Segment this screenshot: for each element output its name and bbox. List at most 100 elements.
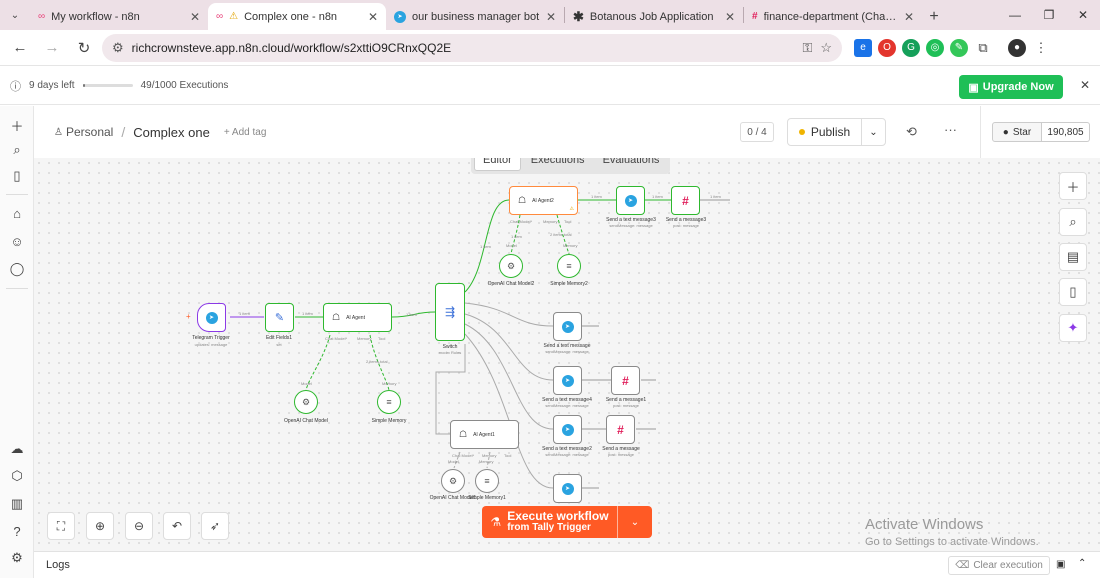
- minimize-icon[interactable]: —: [1009, 8, 1021, 22]
- canvas-search-icon[interactable]: ⌕: [1059, 208, 1087, 236]
- bookmark-star-icon[interactable]: ☆: [820, 39, 832, 55]
- pointer-icon[interactable]: ➶: [201, 512, 229, 540]
- ai-agent1-node[interactable]: ☖ AI Agent1: [450, 420, 519, 449]
- cloud-icon[interactable]: ☁: [10, 441, 24, 456]
- logs-panel-icon[interactable]: ▣: [1056, 559, 1066, 570]
- send-text-message3-node[interactable]: ➤: [616, 186, 645, 215]
- browser-tab-2[interactable]: ∞ ⚠ Complex one - n8n ✕: [208, 3, 386, 30]
- chevron-up-icon[interactable]: ⌃: [1078, 558, 1087, 569]
- send-text-message-bottom-node[interactable]: ➤: [553, 474, 582, 503]
- fit-view-icon[interactable]: ⛶: [47, 512, 75, 540]
- profile-avatar-icon[interactable]: ●: [1008, 38, 1026, 57]
- browser-menu-icon[interactable]: ⋮: [1034, 39, 1048, 55]
- github-star-button[interactable]: ● Star: [992, 122, 1042, 142]
- github-star-count[interactable]: 190,805: [1042, 122, 1090, 142]
- window-close-icon[interactable]: ✕: [1077, 8, 1089, 22]
- green-extension-icon[interactable]: ◎: [926, 38, 944, 57]
- upgrade-now-button[interactable]: ▣ Upgrade Now: [959, 75, 1063, 99]
- user-icon[interactable]: ☺: [10, 233, 24, 249]
- simple-memory2-node[interactable]: ≡: [557, 254, 581, 278]
- tab-close-icon[interactable]: ✕: [367, 9, 378, 24]
- zoom-in-icon[interactable]: ⊕: [86, 512, 114, 540]
- forward-icon[interactable]: →: [44, 39, 60, 56]
- tab-close-icon[interactable]: ✕: [545, 9, 556, 24]
- browser-tab-1[interactable]: ∞ My workflow - n8n ✕: [38, 9, 200, 24]
- site-settings-icon[interactable]: ⚙: [112, 39, 124, 55]
- logs-bar[interactable]: Logs ⌫ Clear execution ▣ ⌃: [34, 551, 1100, 578]
- publish-button[interactable]: Publish ⌄: [787, 118, 886, 146]
- send-message3-node[interactable]: #: [671, 186, 700, 215]
- openai-chat-model2-node[interactable]: ⚙: [499, 254, 523, 278]
- workflow-name[interactable]: Complex one: [133, 124, 210, 140]
- send-text-message2-node[interactable]: ➤: [553, 415, 582, 444]
- tab-close-icon[interactable]: ✕: [724, 9, 735, 24]
- ai-sparkle-icon[interactable]: ✦: [1059, 314, 1087, 342]
- new-tab-icon[interactable]: +: [929, 7, 939, 25]
- puzzle-extensions-icon[interactable]: ⧉: [978, 39, 988, 55]
- switch-node[interactable]: ⇶: [435, 283, 465, 341]
- add-node-button[interactable]: ＋: [1059, 172, 1087, 200]
- browser-tab-5[interactable]: # finance-department (Channel) ✕: [752, 9, 914, 24]
- restore-icon[interactable]: ❐: [1043, 8, 1055, 22]
- chevron-down-icon[interactable]: ⌄: [630, 516, 640, 528]
- zoom-out-icon[interactable]: ⊖: [125, 512, 153, 540]
- telegram-trigger-node[interactable]: ➤: [197, 303, 226, 332]
- slack-favicon-icon: #: [752, 11, 758, 22]
- clear-execution-button[interactable]: ⌫ Clear execution: [948, 556, 1050, 575]
- grammarly-extension-icon[interactable]: G: [902, 38, 920, 57]
- edit-fields-sub: set: [276, 342, 282, 347]
- breadcrumb-project[interactable]: ♙ Personal: [54, 125, 114, 139]
- tab-close-icon[interactable]: ✕: [903, 9, 914, 24]
- extension-1-icon[interactable]: e: [854, 38, 872, 57]
- slack-icon: #: [622, 373, 629, 388]
- reload-icon[interactable]: ↻: [77, 39, 91, 57]
- simple-memory-node[interactable]: ≡: [377, 390, 401, 414]
- execute-workflow-button[interactable]: ⚗ Execute workflow from Tally Trigger ⌄: [482, 506, 652, 538]
- chevron-down-icon[interactable]: ⌄: [861, 119, 885, 145]
- insights-chart-icon[interactable]: ▥: [10, 496, 24, 511]
- help-icon[interactable]: ?: [13, 523, 21, 539]
- more-options-icon[interactable]: ···: [944, 122, 957, 137]
- add-tag-link[interactable]: + Add tag: [223, 126, 267, 138]
- simple-memory2-label: Simple Memory2: [550, 281, 588, 287]
- chat-icon[interactable]: ◯: [9, 261, 25, 276]
- sticky-note-icon[interactable]: ▤: [1059, 243, 1087, 271]
- settings-icon[interactable]: ⚙: [11, 550, 23, 565]
- add-icon[interactable]: ＋: [10, 118, 24, 134]
- tab-editor[interactable]: Editor: [474, 158, 521, 171]
- send-message-node[interactable]: #: [606, 415, 635, 444]
- browser-tab-4[interactable]: ✱ Botanous Job Application ✕: [573, 8, 735, 24]
- send-message1-node[interactable]: #: [611, 366, 640, 395]
- browser-tab-3[interactable]: ➤ our business manager bot ✕: [386, 3, 564, 30]
- ai-agent-node[interactable]: ☖ AI Agent: [323, 303, 392, 332]
- banner-close-icon[interactable]: ✕: [1080, 78, 1091, 92]
- home-icon[interactable]: ⌂: [13, 205, 21, 221]
- tab-executions[interactable]: Executions: [530, 158, 585, 166]
- openai-chat-model1-node[interactable]: ⚙: [441, 469, 465, 493]
- tab-evaluations[interactable]: Evaluations: [602, 158, 660, 166]
- ai-agent2-node[interactable]: ☖ AI Agent2 ⚠: [509, 186, 578, 215]
- back-icon[interactable]: ←: [12, 39, 28, 56]
- url-input[interactable]: ⚙ richcrownsteve.app.n8n.cloud/workflow/…: [102, 33, 842, 62]
- openai-chat-model-node[interactable]: ⚙: [294, 390, 318, 414]
- tab-search-chevron-icon[interactable]: ⌄: [10, 9, 20, 21]
- send-text-message-node[interactable]: ➤: [553, 312, 582, 341]
- connection-model1-agent1: [453, 451, 461, 469]
- package-icon[interactable]: ⬡: [11, 468, 23, 483]
- tab-close-icon[interactable]: ✕: [189, 9, 200, 24]
- simple-memory1-node[interactable]: ≡: [475, 469, 499, 493]
- send-text-message4-node[interactable]: ➤: [553, 366, 582, 395]
- trigger-plus-icon[interactable]: +: [186, 312, 191, 321]
- history-icon[interactable]: ⟲: [906, 124, 917, 139]
- undo-icon[interactable]: ↶: [163, 512, 191, 540]
- leaf-extension-icon[interactable]: ✎: [950, 38, 968, 57]
- edit-fields-node[interactable]: ✎: [265, 303, 294, 332]
- windows-watermark: Activate Windows Go to Settings to activ…: [865, 516, 1039, 548]
- search-icon[interactable]: ⌕: [13, 142, 21, 157]
- panel-toggle-icon[interactable]: ▯: [1059, 278, 1087, 306]
- opera-extension-icon[interactable]: O: [878, 38, 896, 57]
- workflow-canvas[interactable]: Editor Executions Evaluations: [34, 158, 1100, 551]
- tab-divider: [564, 7, 565, 23]
- password-key-icon[interactable]: ⚿: [802, 39, 813, 55]
- panel-toggle-icon[interactable]: ▯: [13, 168, 21, 183]
